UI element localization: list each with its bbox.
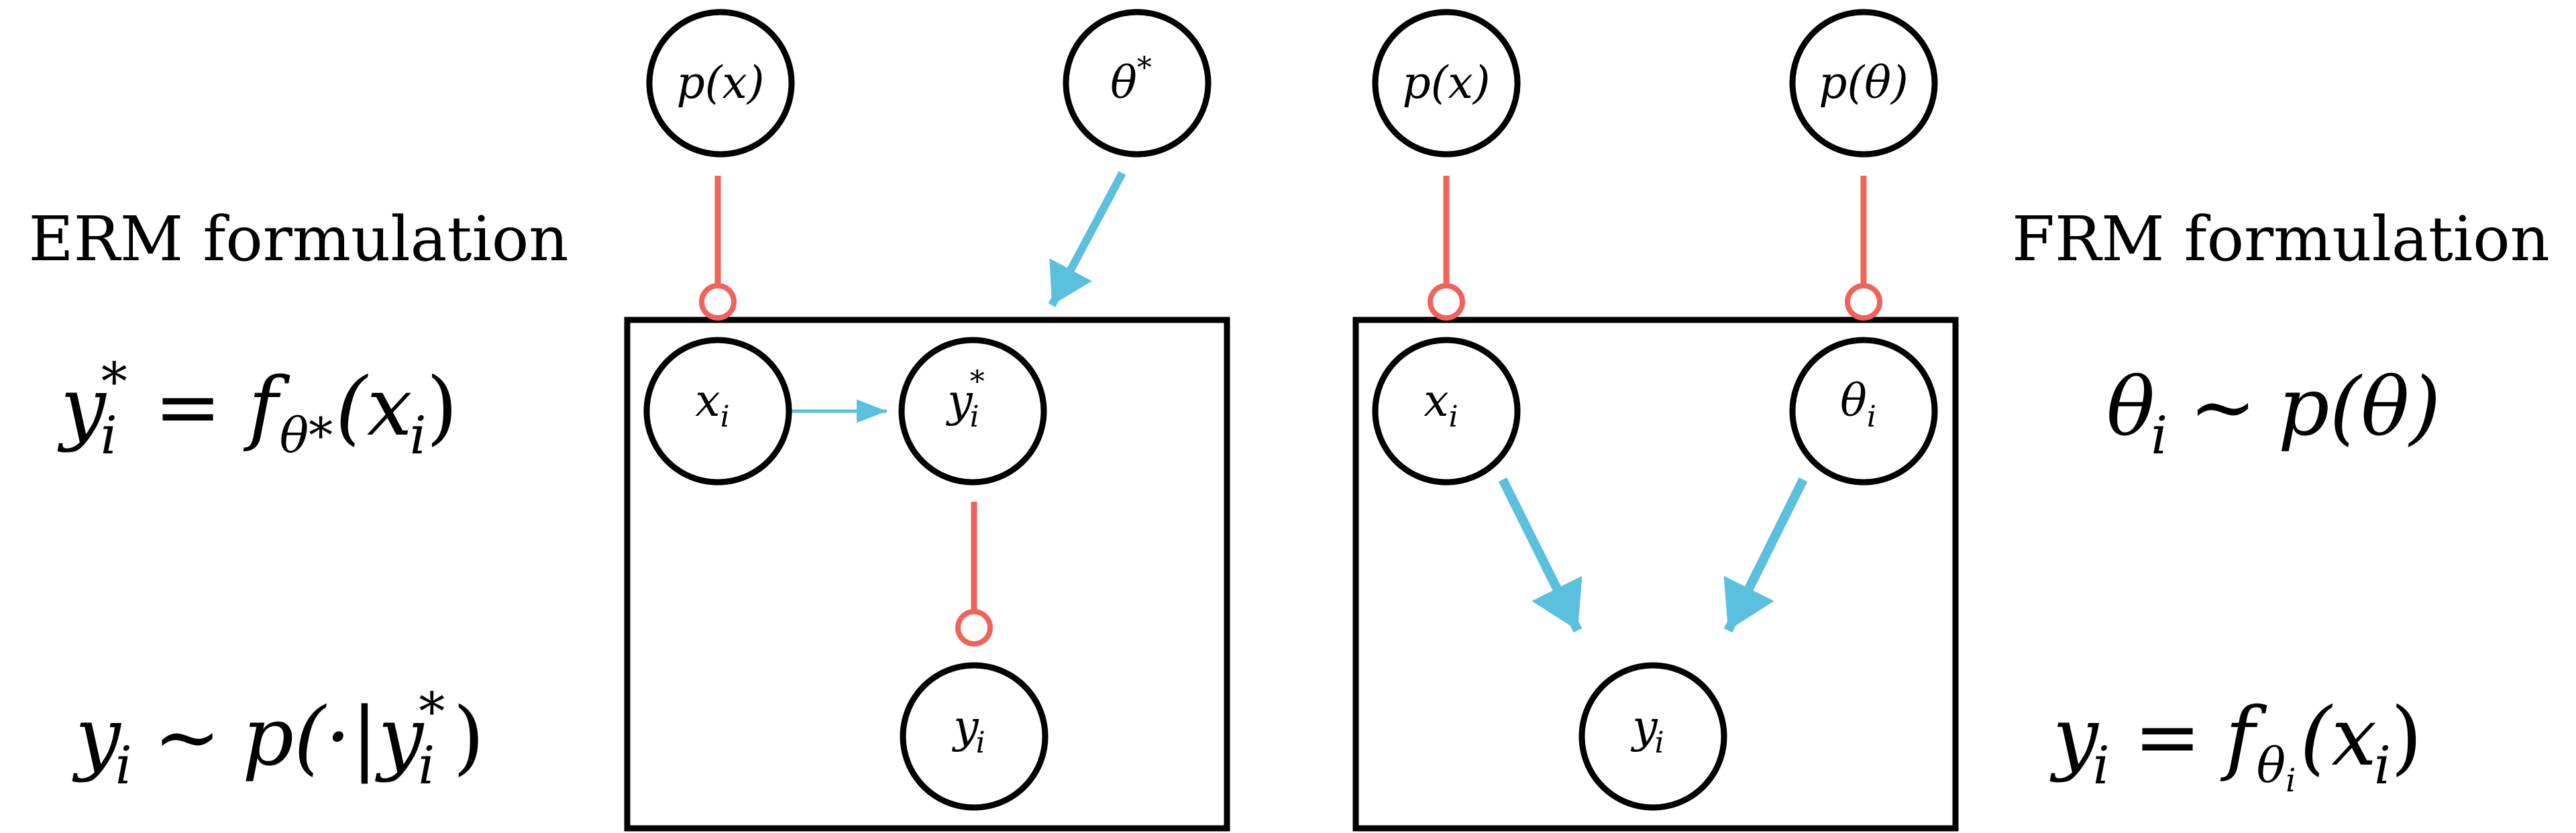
frm-node-thetai-sub: i [1867,400,1876,434]
erm-node-ystar-sup: * [970,365,985,399]
frm-eq2-op: = [2134,691,2202,784]
erm-equation-deterministic: yi*=fθ*(xi) [57,352,458,466]
frm-eq1-lhs: θ [2106,361,2155,454]
frm-node-thetai-base: θ [1840,375,1867,427]
erm-eq1-close: ) [427,361,458,454]
erm-node-ystar-sub: i [970,400,979,434]
frm-plate [1352,317,1959,832]
frm-eq2-arg: (x [2300,691,2377,784]
erm-node-xi-label: xi [695,375,729,434]
frm-eq1-lhs-sub: i [2151,406,2167,466]
erm-node-theta-star-circle [1063,9,1212,158]
frm-node-xi-circle [1372,337,1521,486]
frm-node-px: p(x) [1372,9,1521,158]
frm-equation-deterministic: yi=fθi(xi) [2049,691,2422,799]
erm-eq2-lhs-sub: i [115,736,132,796]
frm-edge-xi-to-yi [1498,477,1582,633]
frm-node-ptheta: p(θ) [1789,9,1938,158]
frm-node-yi-base: y [1630,701,1658,753]
erm-node-px-label: p(x) [677,57,765,109]
erm-node-ystar-circle [898,337,1047,486]
frm-equation-sampling: θi ~p(θ) [2106,361,2440,466]
erm-node-yi-circle [900,662,1049,811]
erm-node-theta-star-label: θ* [1110,51,1152,109]
erm-eq2-close: ) [453,691,484,784]
frm-node-yi-sub: i [1655,726,1664,760]
erm-eq2-rhs: p(·|y [242,691,425,784]
frm-eq2-close: ) [2391,691,2422,784]
erm-node-theta-star-base: θ [1110,57,1137,109]
erm-node-ystar: yi* [898,337,1047,486]
erm-node-ystar-base: y [945,375,973,427]
erm-eq2-op: ~ [154,691,221,784]
erm-edge-ystar-ring [955,609,993,647]
erm-eq1-arg-sub: i [410,406,427,466]
frm-eq2-fn-sub: θ [2257,737,2286,793]
frm-node-yi: yi [1578,662,1727,811]
erm-node-theta-star-sup: * [1137,51,1152,85]
erm-node-yi: yi [900,662,1049,811]
erm-node-xi: xi [643,337,792,486]
erm-node-ystar-label: yi* [945,365,984,434]
frm-heading: FRM formulation [2012,203,2550,275]
frm-eq1-op: ~ [2189,361,2257,454]
erm-node-yi-label: yi [951,701,985,760]
erm-eq2-rhs-sup: * [419,682,445,742]
erm-eq1-lhs-sub: i [101,406,117,466]
erm-node-px: p(x) [646,9,795,158]
frm-eq2-fn-subsub: i [2286,762,2296,799]
erm-eq1-lhs: y [57,361,107,454]
erm-eq1-op: = [154,361,222,454]
frm-node-yi-circle [1578,662,1727,811]
erm-node-xi-circle [643,337,792,486]
erm-eq1-fn-sub: θ* [280,407,333,463]
frm-node-thetai-circle [1789,337,1938,486]
frm-eq2-lhs: y [2049,691,2100,784]
erm-node-yi-base: y [951,701,979,753]
frm-node-xi-base: x [1424,375,1448,427]
erm-eq1-lhs-sup: * [101,352,127,412]
erm-node-xi-sub: i [720,400,730,434]
frm-eq2-arg-sub: i [2374,736,2391,796]
erm-node-px-circle [646,9,795,158]
frm-node-thetai-label: θi [1840,375,1876,434]
frm-node-xi: xi [1372,337,1521,486]
frm-edge-ptheta-ring [1845,283,1882,321]
frm-node-xi-label: xi [1424,375,1458,434]
frm-eq1-rhs: p(θ) [2278,361,2441,454]
erm-edge-theta-to-ystar [1048,171,1126,307]
erm-node-theta-star: θ* [1063,9,1212,158]
erm-equation-sampling: yi~p(·|yi*) [72,682,484,796]
erm-eq1-arg: (x [335,361,413,454]
erm-eq2-rhs-sub: i [418,736,435,796]
frm-edge-thetai-to-yi [1723,477,1808,633]
erm-edge-px-ring [699,283,737,321]
erm-node-yi-sub: i [976,726,985,760]
frm-node-px-circle [1372,9,1521,158]
frm-node-px-label: p(x) [1403,57,1491,109]
frm-node-yi-label: yi [1630,701,1664,760]
erm-heading: ERM formulation [28,203,568,275]
frm-node-ptheta-label: p(θ) [1819,57,1908,109]
erm-node-xi-base: x [695,375,720,427]
frm-edge-px-ring [1428,283,1465,321]
frm-eq2-lhs-sub: i [2093,736,2110,796]
frm-node-xi-sub: i [1449,400,1458,434]
erm-plate [624,317,1230,832]
erm-eq2-lhs: y [72,691,122,784]
frm-node-ptheta-circle [1789,9,1938,158]
frm-node-thetai: θi [1789,337,1938,486]
